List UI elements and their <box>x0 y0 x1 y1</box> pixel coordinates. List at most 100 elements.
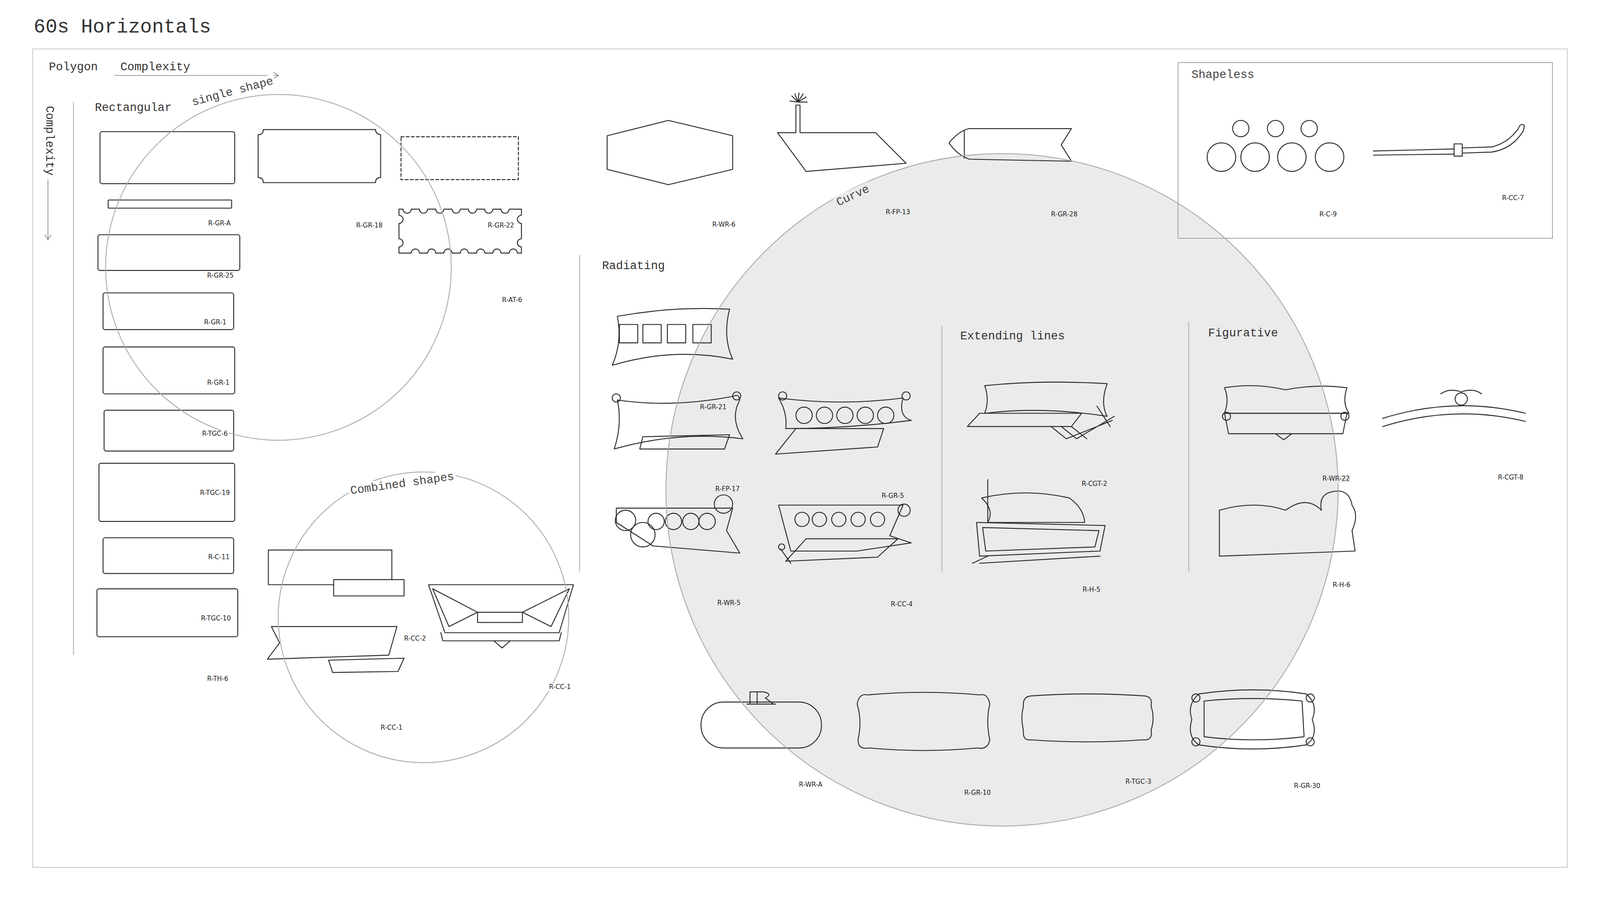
radiating-sign-part <box>630 522 655 547</box>
extending-lines-sign-part <box>1050 406 1115 439</box>
radiating-sign-part <box>870 511 885 527</box>
radiating-sign-part <box>857 406 874 424</box>
item-code: R-CGT-8 <box>1497 473 1525 482</box>
axis-label: Complexity <box>119 60 192 74</box>
radiating-sign-part <box>902 391 911 400</box>
item-code: R-WR-5 <box>716 599 742 607</box>
radiating-sign-part <box>795 406 813 424</box>
item-code: R-WR-6 <box>711 221 737 229</box>
radiating-sign-part <box>778 543 785 550</box>
circle-outline <box>104 93 452 441</box>
curve-sign-part <box>1190 689 1315 749</box>
combined-shape-sign-part <box>267 626 398 659</box>
curve-sign-part <box>857 692 990 751</box>
item-code: R-H-5 <box>1081 586 1101 594</box>
item-code: R-TGC-10 <box>200 614 232 623</box>
notched-rectangle-sign-part <box>398 209 522 253</box>
circle-outline-line <box>105 94 452 441</box>
radiating-sign-part <box>795 511 810 527</box>
item-code: R-WR-22 <box>1321 475 1351 483</box>
curve-sign-part <box>1306 693 1315 702</box>
category-circle: Combined shapes <box>277 471 570 763</box>
figurative-sign-part <box>1222 412 1231 421</box>
radiating-sign <box>612 308 912 564</box>
diagram-title: 60s Horizontals <box>33 16 212 39</box>
radiating-sign-part <box>642 324 662 343</box>
radiating-sign-part <box>648 513 665 530</box>
item-code: R-TGC-19 <box>199 489 231 497</box>
section-label: Figurative <box>1207 326 1279 340</box>
figurative-sign-part <box>1382 405 1526 427</box>
rectangle-sign-part <box>103 292 234 330</box>
radiating-sign-part <box>780 538 898 563</box>
shapeless-sign-part <box>1315 142 1344 172</box>
combined-shape-sign-part <box>432 588 570 627</box>
axis-label: Polygon <box>47 60 99 74</box>
item-code: R-FP-13 <box>885 208 912 216</box>
item-code: R-GR-1 <box>206 379 231 387</box>
curve-sign-part <box>1191 737 1200 746</box>
item-code: R-GR-21 <box>699 403 728 411</box>
radiating-sign-part <box>851 511 866 527</box>
curve-sign-part <box>1191 693 1200 702</box>
category-circle: Curve <box>665 152 1339 827</box>
curve-sign-part <box>1204 698 1304 740</box>
radiating-sign-part <box>619 324 638 343</box>
extending-lines-sign-part <box>981 492 1085 523</box>
rectangle-sign-part <box>98 463 235 522</box>
figurative-sign-part <box>1440 390 1482 395</box>
curve-region-fill <box>665 152 1339 827</box>
curve-sign <box>700 689 1315 751</box>
radiating-sign-part <box>897 503 911 517</box>
polygon-sign-part <box>789 92 808 102</box>
rectangle-sign-part <box>107 200 232 209</box>
polygon-sign-part <box>607 120 733 185</box>
shapeless-sign-part <box>1277 142 1307 172</box>
rectangle-sign-part <box>104 409 234 451</box>
section-label: Extending lines <box>959 329 1066 343</box>
circle-outline-line <box>666 153 1339 826</box>
circle-outline <box>665 152 1339 827</box>
radiating-sign-part <box>692 324 712 343</box>
item-code: R-C-11 <box>207 553 231 561</box>
shapeless-sign-part <box>1207 142 1236 172</box>
category-box: Shapeless <box>1177 62 1554 239</box>
item-code: R-CC-2 <box>403 634 427 643</box>
item-code: R-GR-10 <box>963 789 992 797</box>
radiating-sign-part <box>612 393 621 402</box>
radiating-sign-part <box>775 428 884 455</box>
item-code: R-GR-28 <box>1049 210 1079 219</box>
item-code: R-TGC-6 <box>201 430 229 438</box>
notched-rectangle-sign-part <box>258 129 381 183</box>
section-label: Radiating <box>601 259 666 273</box>
combined-shape-sign-part <box>440 632 562 648</box>
radiating-sign-part <box>732 391 741 400</box>
radiating-sign-part <box>778 397 912 429</box>
figurative-sign-part <box>1219 490 1356 557</box>
item-code: R-GR-30 <box>1292 782 1322 790</box>
polygon-sign-part <box>777 104 907 172</box>
notched-rectangle-sign <box>258 129 522 253</box>
radiating-sign-part <box>836 406 853 424</box>
sign-shapes <box>96 92 1526 751</box>
shapeless-sign-part <box>1232 120 1249 137</box>
axis-label: Complexity <box>42 104 57 177</box>
item-code: R-CC-1 <box>548 683 572 691</box>
rectangle-sign <box>96 131 240 637</box>
outer-frame <box>32 48 1568 868</box>
shapeless-sign-part <box>1462 124 1525 154</box>
circle-outline <box>277 471 570 763</box>
combined-shape-sign <box>267 550 574 673</box>
figurative-sign-part <box>1224 412 1347 440</box>
extending-lines-sign-part <box>967 412 1082 427</box>
radiating-sign-part <box>699 513 716 530</box>
shapeless-sign-part <box>1453 143 1463 157</box>
curve-sign-part <box>1306 737 1315 746</box>
radiating-sign-part <box>778 391 787 400</box>
item-code: R-CC-1 <box>379 723 404 732</box>
polygon-sign <box>607 92 1072 185</box>
extending-lines-sign-part <box>976 522 1106 557</box>
shapeless-sign <box>1207 120 1525 172</box>
